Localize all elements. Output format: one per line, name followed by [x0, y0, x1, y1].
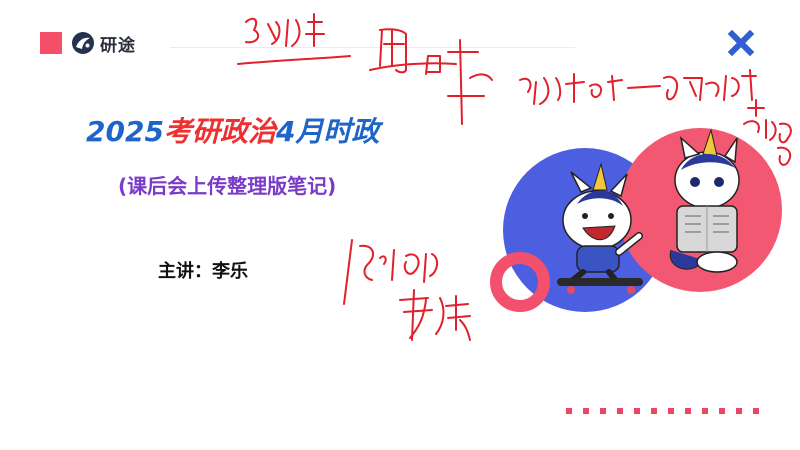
brand-red-square [40, 32, 62, 54]
mascot-illustration [490, 128, 782, 312]
reading-mascot [669, 128, 740, 273]
slide-subtitle: (课后会上传整理版笔记) [118, 174, 337, 198]
close-icon[interactable] [728, 30, 754, 56]
ink-underline [369, 62, 457, 71]
title-part2: 4月时政 [275, 115, 380, 148]
ink-underline [237, 55, 351, 65]
title-part1: 考研政治 [163, 115, 276, 148]
header-divider [170, 47, 575, 48]
ink-annotation [245, 17, 260, 44]
ink-annotation [425, 39, 493, 125]
logo-icon [72, 32, 94, 54]
skateboard-mascot [557, 162, 643, 294]
ink-annotation [519, 69, 757, 105]
brand-name: 研途 [100, 36, 136, 56]
ink-annotation [743, 99, 792, 166]
pink-ring [490, 252, 550, 312]
ink-annotation [379, 28, 407, 74]
decorative-dots [566, 408, 759, 414]
ink-annotation [267, 13, 325, 47]
ink-annotation [343, 239, 438, 305]
speaker-label: 主讲：李乐 [158, 261, 248, 282]
slide-title: 2025考研政治4月时政 [86, 110, 379, 150]
ink-annotation [399, 289, 471, 341]
title-year: 2025 [86, 115, 164, 148]
